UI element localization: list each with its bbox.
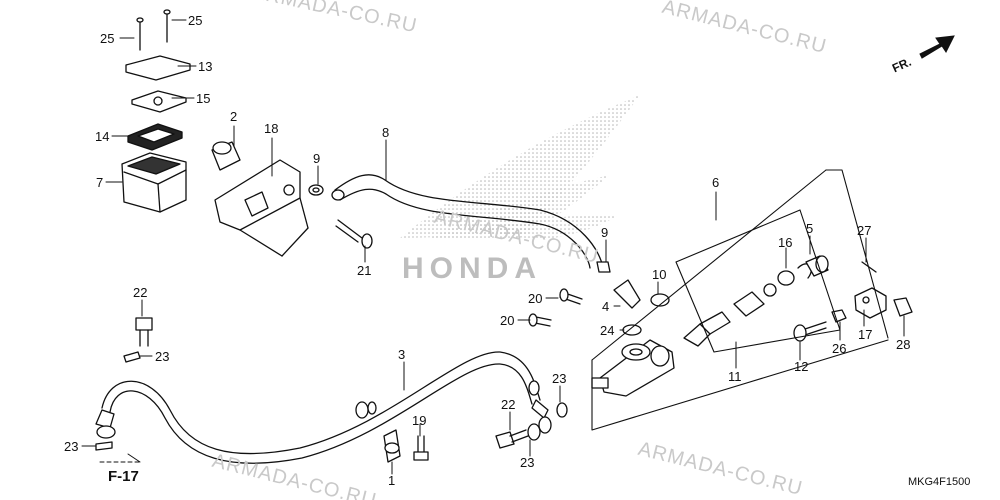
- callout-23-mid: 23: [520, 455, 535, 470]
- callout-26: 26: [832, 341, 847, 356]
- honda-wing-logo: [400, 95, 640, 240]
- boot: [805, 255, 829, 277]
- callout-13: 13: [198, 59, 213, 74]
- callout-23-upper: 23: [155, 349, 170, 364]
- callout-9-upper: 9: [313, 151, 321, 166]
- nut-26: [831, 309, 847, 323]
- callout-22-lower: 22: [501, 397, 516, 412]
- callout-17: 17: [858, 327, 873, 342]
- callout-10: 10: [652, 267, 667, 282]
- front-direction-arrow: [919, 35, 955, 59]
- master-cylinder: [591, 339, 675, 397]
- callout-23-right: 23: [552, 371, 567, 386]
- push-rod: [793, 321, 827, 342]
- rod-joint: [854, 287, 887, 319]
- bolt-20-lower: [528, 313, 552, 327]
- callout-16: 16: [778, 235, 793, 250]
- reservoir-bracket: [211, 141, 309, 257]
- reservoir-body: [121, 152, 187, 213]
- callout-2: 2: [230, 109, 238, 124]
- banjo-bolt-upper: [135, 317, 153, 347]
- screw-25-right: [163, 9, 171, 43]
- reference-label: F-17: [108, 468, 139, 485]
- joint-pin: [893, 297, 913, 317]
- callout-19: 19: [412, 413, 427, 428]
- callout-5: 5: [806, 221, 814, 236]
- callout-22-upper: 22: [133, 285, 148, 300]
- hose-joint: [613, 279, 641, 309]
- callout-24: 24: [600, 323, 615, 338]
- screw-25-left: [136, 17, 144, 51]
- callout-18: 18: [264, 121, 279, 136]
- callout-4: 4: [602, 299, 610, 314]
- washer-23-mid: [527, 423, 541, 441]
- callout-20-lower: 20: [500, 313, 515, 328]
- callout-25-right: 25: [188, 13, 203, 28]
- callout-23-lower-left: 23: [64, 439, 79, 454]
- washer-23-upper: [123, 351, 141, 363]
- callout-6: 6: [712, 175, 720, 190]
- honda-logo-text: HONDA: [402, 252, 542, 285]
- bolt-19: [413, 435, 429, 461]
- callout-8: 8: [382, 125, 390, 140]
- callout-27: 27: [857, 223, 872, 238]
- brake-hose: [95, 351, 549, 464]
- callout-7: 7: [96, 175, 104, 190]
- callout-25-left: 25: [100, 31, 115, 46]
- bolt-21: [335, 219, 373, 249]
- diagram-code: MKG4F1500: [908, 476, 971, 488]
- callout-21: 21: [357, 263, 372, 278]
- callout-11: 11: [728, 369, 742, 384]
- banjo-bolt-lower: [495, 429, 529, 449]
- callout-20-upper: 20: [528, 291, 543, 306]
- hose-clamp: [383, 429, 401, 463]
- washer-23-right: [556, 402, 568, 418]
- callout-14: 14: [95, 129, 110, 144]
- washer-23-lower-left: [95, 441, 113, 451]
- hose-clip-upper: [308, 184, 324, 196]
- callout-12: 12: [794, 359, 809, 374]
- seal-ring: [650, 293, 670, 307]
- callout-15: 15: [196, 91, 211, 106]
- hose-clip-lower: [596, 261, 611, 273]
- callout-3: 3: [398, 347, 406, 362]
- bolt-20-upper: [559, 288, 583, 305]
- piston-set: [683, 270, 795, 347]
- reservoir-cap: [125, 55, 191, 81]
- o-ring: [622, 324, 642, 336]
- callout-1: 1: [388, 473, 396, 488]
- callout-28: 28: [896, 337, 911, 352]
- callout-9-lower: 9: [601, 225, 609, 240]
- diaphragm-plate: [131, 90, 187, 113]
- leader-lines: [81, 19, 905, 475]
- reservoir-hose: [331, 174, 604, 269]
